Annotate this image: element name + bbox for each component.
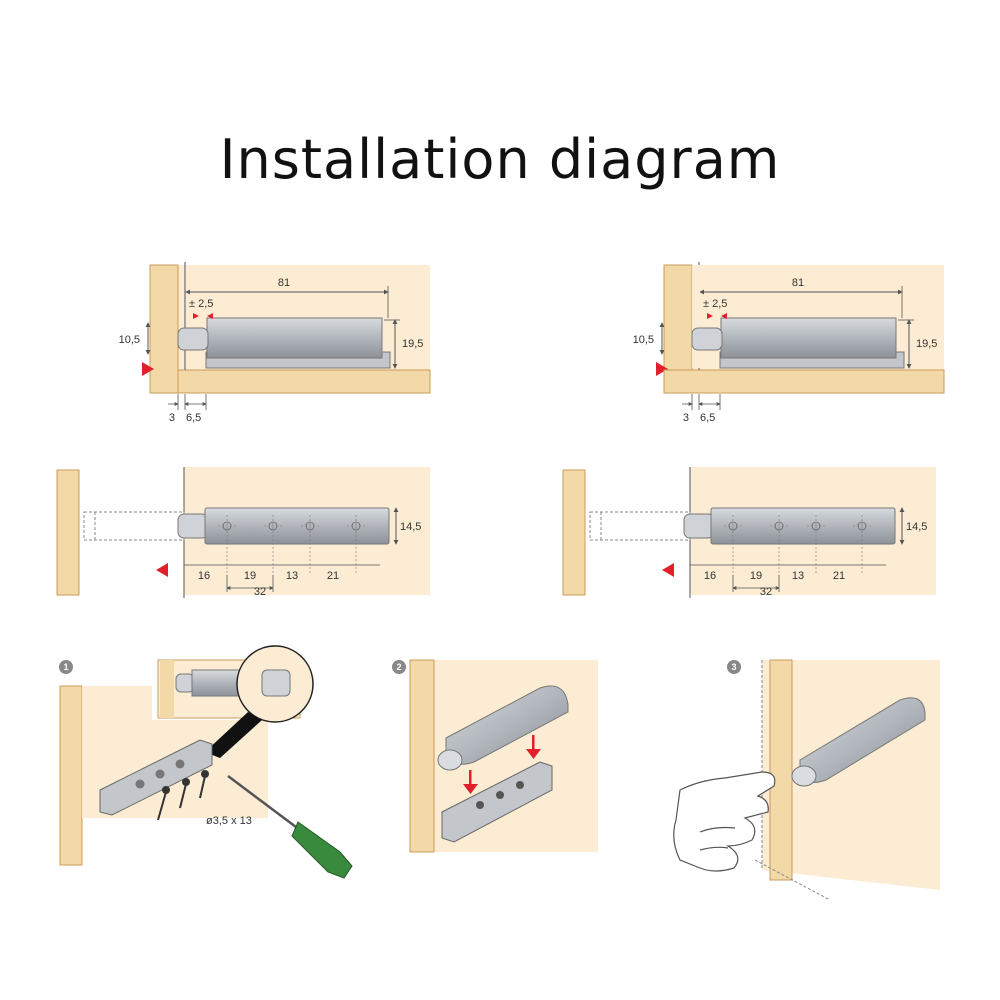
step-2-attach-catch: 2: [392, 659, 598, 853]
dim-height: 19,5: [402, 338, 423, 350]
step-2-badge: [392, 660, 406, 674]
dim-spacing-4: 21: [327, 570, 339, 582]
dim-length: 81: [792, 277, 804, 289]
dim-spacing-4: 21: [833, 570, 845, 582]
dim-spacing-2: 19: [750, 570, 762, 582]
dim-spacing-2: 19: [244, 570, 256, 582]
step-2-number: 2: [396, 662, 401, 672]
push-arrows: [463, 735, 541, 794]
step-3-push-door: 3: [673, 659, 940, 901]
side-view-left: 81 ± 2,5 10,5 19,5 3 6,5: [119, 262, 430, 424]
dim-inset: 6,5: [186, 412, 201, 424]
dim-spacing-3: 13: [792, 570, 804, 582]
dim-spacing-1: 16: [704, 570, 716, 582]
dim-width: 14,5: [906, 521, 927, 533]
dim-width: 14,5: [400, 521, 421, 533]
dim-offset-top: 10,5: [119, 334, 140, 346]
page-title: Installation diagram: [219, 128, 781, 191]
dim-gap: 3: [683, 412, 689, 424]
dim-spacing-1: 16: [198, 570, 210, 582]
screwdriver-icon: [291, 821, 353, 879]
dim-tolerance: ± 2,5: [703, 298, 727, 310]
step-3-badge: [727, 660, 741, 674]
step-1-mount-plate: 1 ø3,5 x 13: [59, 645, 353, 879]
dim-total: 32: [254, 586, 266, 598]
screw-size-label: ø3,5 x 13: [206, 815, 252, 827]
hand-icon: [673, 771, 776, 872]
top-view-right: 14,5 16 19 13 21 32: [563, 467, 936, 598]
side-view-right: 81 ± 2,5 10,5 19,5 3 6,5: [633, 262, 945, 424]
dim-tolerance: ± 2,5: [189, 298, 213, 310]
dim-height: 19,5: [916, 338, 937, 350]
screwdriver-shaft: [227, 775, 301, 831]
dim-length: 81: [278, 277, 290, 289]
dim-offset-top: 10,5: [633, 334, 654, 346]
step-1-badge: [59, 660, 73, 674]
top-view-left: 14,5 16 19 13 21 32: [57, 467, 430, 598]
dim-inset: 6,5: [700, 412, 715, 424]
step-1-number: 1: [63, 662, 68, 672]
dim-total: 32: [760, 586, 772, 598]
dim-spacing-3: 13: [286, 570, 298, 582]
screws: [157, 775, 206, 821]
dim-gap: 3: [169, 412, 175, 424]
step-3-number: 3: [731, 662, 736, 672]
